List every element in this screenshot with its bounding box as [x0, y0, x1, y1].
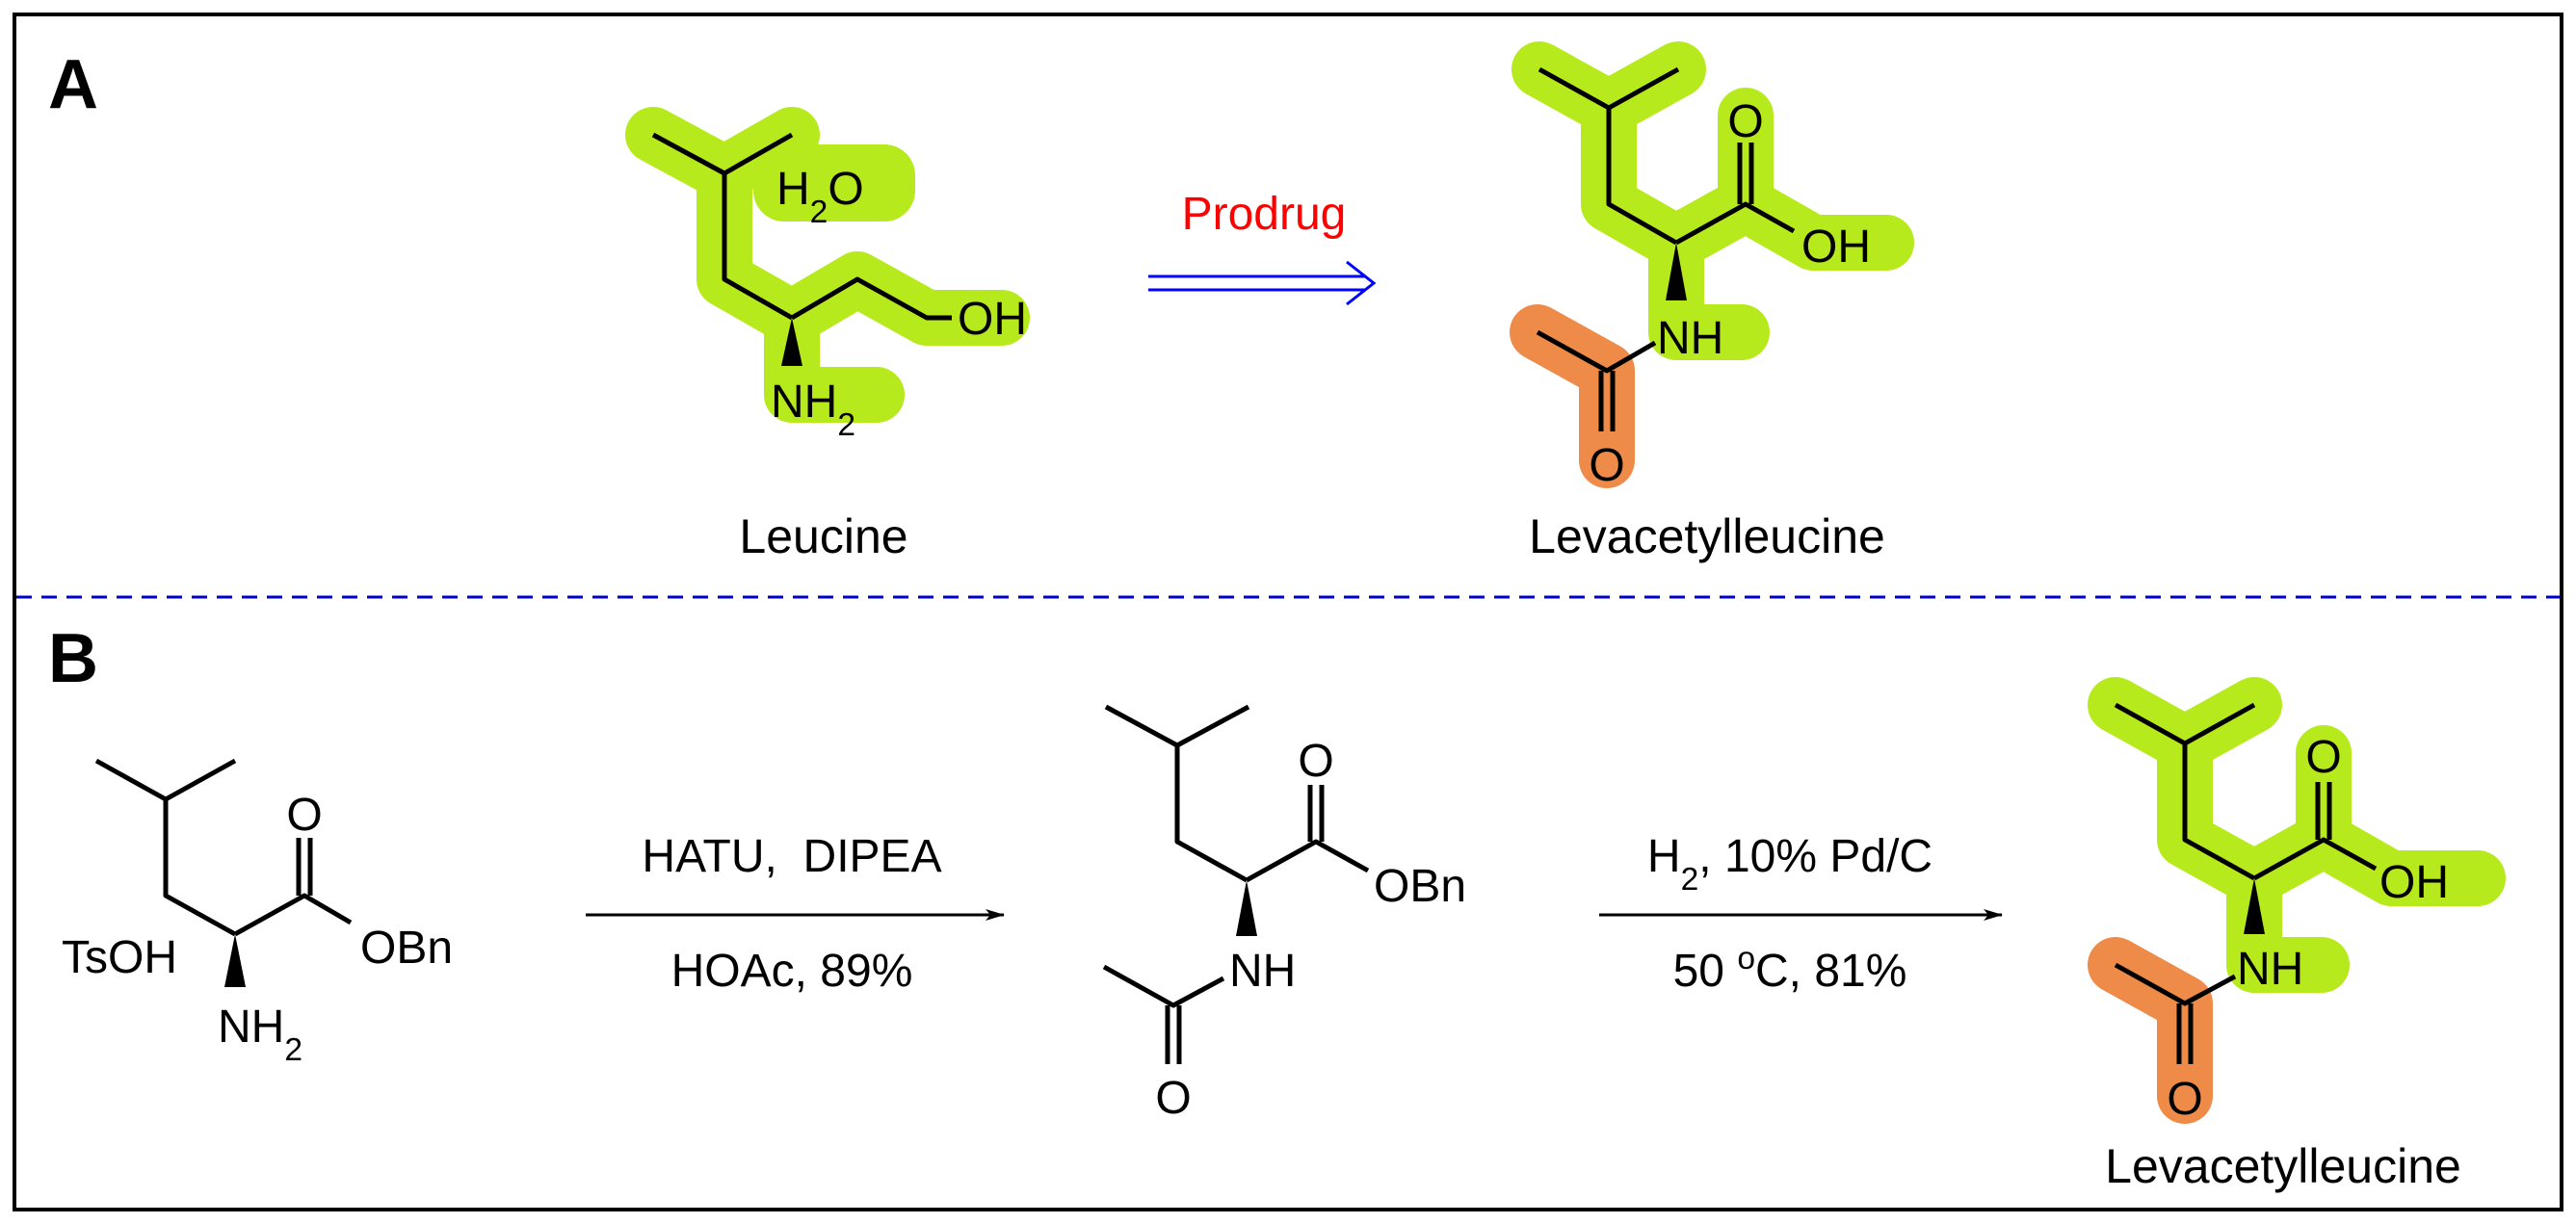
leucine-hydroxyl-label: OH — [958, 294, 1027, 345]
starting-material-tsoh: TsOH — [62, 932, 177, 983]
levacetylleucine-b-carbonyl-o: O — [2305, 732, 2341, 783]
n-acetyl-leucine-benzyl-ester: O OBn NH O — [1102, 704, 1466, 1124]
leucine-highlight-water — [753, 144, 915, 221]
step1-reagents-top: HATU, DIPEA — [642, 831, 941, 882]
leucine-name: Leucine — [739, 509, 907, 563]
levacetylleucine-b-acetyl-o: O — [2167, 1074, 2202, 1125]
starting-material-wedge-bond — [224, 934, 246, 987]
levacetylleucine-a-bonds — [1536, 66, 1796, 431]
starting-material-carbonyl-o: O — [286, 790, 322, 841]
leucine-bonds — [651, 132, 952, 321]
intermediate-carbonyl-o: O — [1298, 736, 1333, 787]
levacetylleucine-a-carbonyl-o: O — [1727, 96, 1763, 147]
panel-b-label: B — [48, 620, 98, 697]
prodrug-arrow: Prodrug — [1148, 189, 1377, 306]
levacetylleucine-b-hydroxyl: OH — [2379, 857, 2449, 908]
intermediate-acetyl-o: O — [1155, 1073, 1191, 1124]
step2-reagents-top: H2, 10% Pd/C — [1647, 831, 1932, 898]
levacetylleucine-a-acetyl-o: O — [1589, 440, 1624, 491]
levacetylleucine-a-hydroxyl: OH — [1801, 221, 1871, 273]
intermediate-amide-nh: NH — [1229, 946, 1296, 997]
levacetylleucine-b-structure: O OH NH O Levacetylleucine — [2088, 677, 2506, 1193]
levacetylleucine-a-structure: O OH NH O Levacetylleucine — [1510, 41, 1914, 563]
prodrug-arrow-head — [1346, 260, 1377, 306]
leucine-structure: H2O OH NH2 Leucine — [625, 107, 1030, 563]
levacetylleucine-b-amide-nh: NH — [2237, 944, 2303, 995]
step2-reaction-arrow: H2, 10% Pd/C 50 oC, 81% — [1599, 831, 2003, 998]
intermediate-obn: OBn — [1374, 861, 1466, 912]
starting-material-bonds — [94, 758, 353, 937]
step1-reagents-bottom: HOAc, 89% — [671, 946, 913, 997]
levacetylleucine-b-name: Levacetylleucine — [2105, 1139, 2461, 1193]
step2-reagents-bottom: 50 oC, 81% — [1673, 941, 1907, 998]
leucine-wedge-bond — [781, 318, 802, 366]
figure-frame — [13, 13, 2563, 1211]
starting-material-nh2: NH2 — [218, 1002, 302, 1068]
step1-reaction-arrow: HATU, DIPEA HOAc, 89% — [586, 831, 1005, 997]
levacetylleucine-a-wedge-bond — [1666, 243, 1687, 300]
panel-a-label: A — [48, 46, 98, 123]
intermediate-bonds — [1102, 704, 1370, 1064]
starting-material-obn: OBn — [360, 923, 453, 974]
levacetylleucine-b-wedge-bond — [2244, 878, 2265, 934]
prodrug-label: Prodrug — [1182, 189, 1347, 240]
levacetylleucine-b-bonds — [2114, 702, 2378, 1064]
intermediate-wedge-bond — [1236, 880, 1257, 936]
levacetylleucine-a-name: Levacetylleucine — [1529, 509, 1885, 563]
leucine-benzyl-ester-tosylate: TsOH O OBn NH2 — [62, 758, 453, 1068]
levacetylleucine-a-amide-nh: NH — [1657, 313, 1723, 364]
